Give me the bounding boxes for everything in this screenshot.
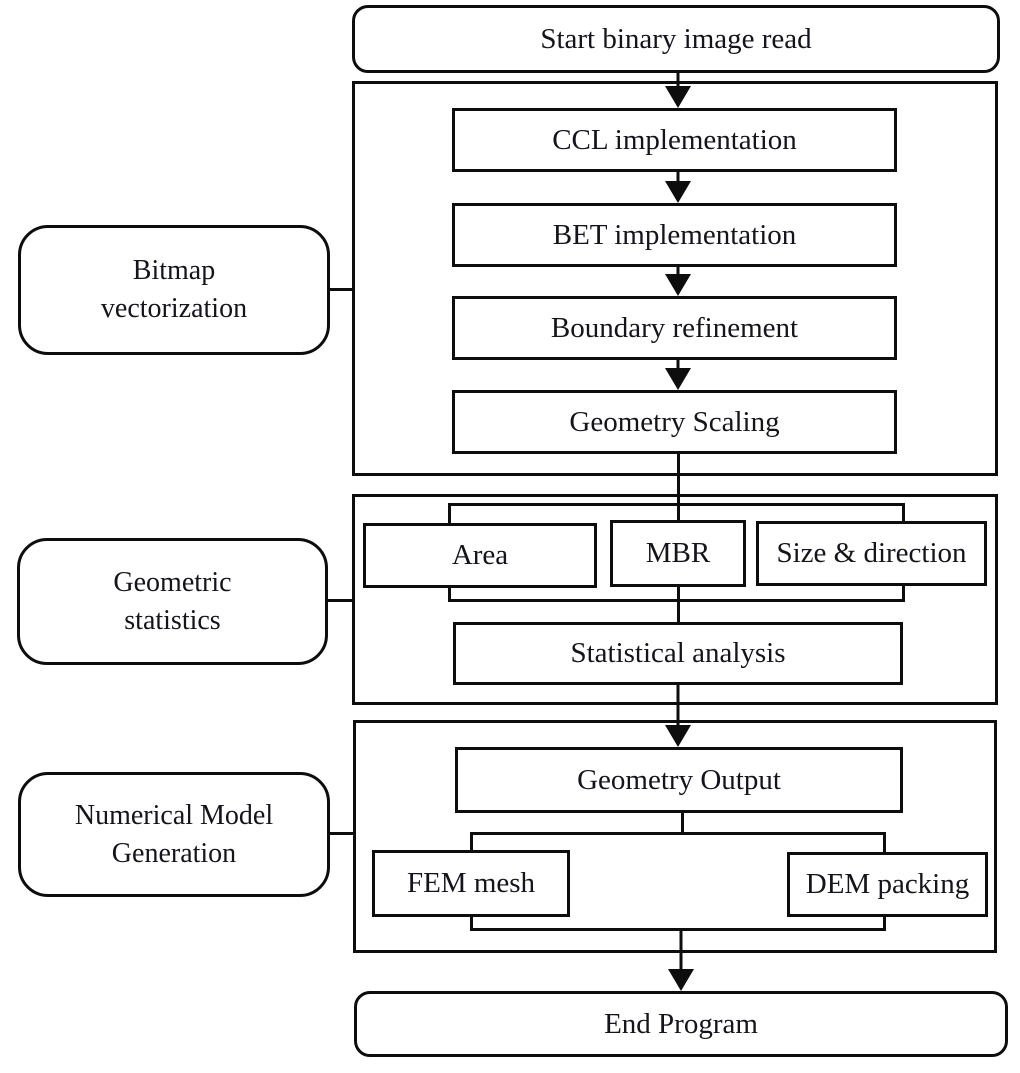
- bet-node-label: BET implementation: [552, 218, 797, 251]
- arrow-head-icon: [665, 368, 691, 390]
- stage2-label-line1: Geometric: [113, 566, 232, 598]
- arrow-shaft: [676, 73, 680, 92]
- dem-packing-node-label: DEM packing: [805, 868, 970, 901]
- stage1-label-line2: vectorization: [100, 293, 248, 324]
- stage2-connector-line: [328, 599, 352, 602]
- stage3-label-node: Numerical Model Generation: [18, 772, 330, 897]
- fem-mesh-node: FEM mesh: [372, 850, 570, 917]
- arrow-shaft: [679, 931, 683, 975]
- area-node: Area: [363, 523, 597, 588]
- boundary-refinement-node: Boundary refinement: [452, 296, 897, 360]
- end-node: End Program: [354, 991, 1008, 1057]
- stage3-label: Numerical Model Generation: [75, 797, 273, 873]
- line-geometry-output-to-group: [681, 813, 684, 832]
- stage1-label-node: Bitmap vectorization: [18, 225, 330, 355]
- arrow-shaft: [676, 267, 680, 280]
- ccl-node-label: CCL implementation: [552, 123, 797, 156]
- stage2-container: [352, 494, 998, 705]
- arrow-bet-to-boundary: [665, 267, 691, 296]
- fem-mesh-node-label: FEM mesh: [406, 867, 536, 900]
- stage1-label-line1: Bitmap: [132, 255, 216, 287]
- arrow-boundary-to-scaling: [665, 360, 691, 390]
- line-mbr-to-statistical: [677, 587, 680, 622]
- geometry-output-node: Geometry Output: [455, 747, 903, 813]
- stage2-label: Geometric statistics: [113, 564, 231, 640]
- stage1-container: [352, 81, 998, 476]
- bet-node: BET implementation: [452, 203, 897, 267]
- stage2-label-node: Geometric statistics: [17, 538, 328, 665]
- geometry-output-node-label: Geometry Output: [577, 763, 781, 796]
- arrow-head-icon: [665, 274, 691, 296]
- stage3-label-line1: Numerical Model: [74, 799, 274, 831]
- ccl-node: CCL implementation: [452, 108, 897, 172]
- size-direction-node: Size & direction: [756, 521, 987, 586]
- statistical-analysis-node: Statistical analysis: [453, 622, 903, 685]
- stage3-container: [353, 720, 997, 953]
- start-node-label: Start binary image read: [540, 22, 812, 55]
- area-node-label: Area: [451, 539, 509, 572]
- boundary-refinement-node-label: Boundary refinement: [550, 311, 799, 344]
- arrow-head-icon: [665, 86, 691, 108]
- geometry-scaling-node-label: Geometry Scaling: [569, 405, 780, 438]
- mbr-node: MBR: [610, 520, 746, 587]
- arrow-shaft: [676, 360, 680, 374]
- stage3-connector-line: [330, 832, 353, 835]
- arrow-start-to-ccl: [665, 73, 691, 108]
- dem-packing-node: DEM packing: [787, 852, 988, 917]
- arrow-ccl-to-bet: [665, 172, 691, 203]
- arrow-head-icon: [665, 725, 691, 747]
- size-direction-node-label: Size & direction: [776, 537, 967, 570]
- arrow-group-to-end: [668, 931, 694, 991]
- line-scaling-to-mbr: [677, 454, 680, 520]
- arrow-shaft: [676, 685, 680, 731]
- statistical-analysis-node-label: Statistical analysis: [570, 637, 786, 670]
- stage1-label: Bitmap vectorization: [101, 252, 247, 328]
- geometry-scaling-node: Geometry Scaling: [452, 390, 897, 454]
- end-node-label: End Program: [604, 1007, 758, 1040]
- arrow-shaft: [676, 172, 680, 187]
- stage1-connector-line: [330, 288, 352, 291]
- arrow-head-icon: [668, 969, 694, 991]
- arrow-head-icon: [665, 181, 691, 203]
- arrow-statistical-to-geometry-output: [665, 685, 691, 747]
- stage3-label-line2: Generation: [111, 837, 237, 869]
- mbr-node-label: MBR: [645, 537, 711, 570]
- stage2-label-line2: statistics: [124, 604, 221, 636]
- start-node: Start binary image read: [352, 5, 1000, 73]
